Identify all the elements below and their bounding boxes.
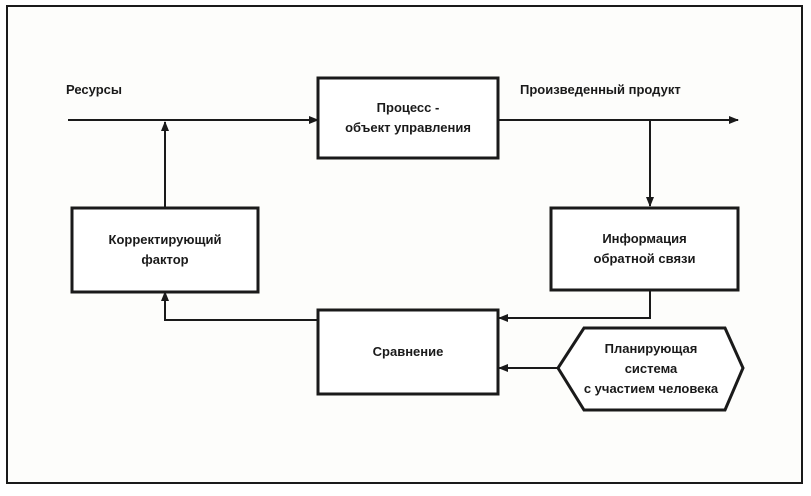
corrective-box: Корректирующий фактор — [72, 208, 258, 292]
corrective-box-border — [70, 206, 260, 294]
output-label: Произведенный продукт — [520, 82, 681, 97]
comparison-box-border — [316, 308, 500, 396]
comparison-box: Сравнение — [318, 310, 498, 394]
comparison-to-corrective-arrow — [161, 291, 318, 321]
feedback-box: Информация обратной связи — [551, 208, 738, 290]
process-box-border — [316, 76, 500, 160]
feedback-box-border — [549, 206, 740, 292]
planning-box-label: Планирующая система с участием человека — [583, 341, 719, 396]
input-label: Ресурсы — [66, 82, 122, 97]
process-box-label: Процесс - объект управления — [345, 100, 471, 135]
planning-hexagon — [556, 326, 745, 412]
comparison-box-label: Сравнение — [372, 344, 444, 359]
feedback-to-comparison-arrow — [498, 290, 651, 322]
planning-box: Планирующая система с участием человека — [566, 328, 736, 410]
corrective-box-label: Корректирующий фактор — [108, 232, 222, 267]
feedback-box-label: Информация обратной связи — [593, 231, 696, 266]
process-box: Процесс - объект управления — [318, 78, 498, 158]
